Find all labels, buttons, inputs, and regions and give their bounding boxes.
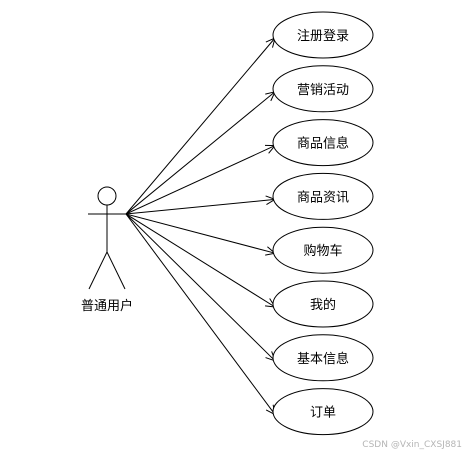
association-lines: [125, 37, 277, 416]
association-line-3: [125, 145, 276, 215]
use-case-ellipse-5: [272, 226, 374, 274]
association-line-5: [125, 213, 276, 254]
use-case-ellipse-7: [272, 334, 374, 382]
actor-figure: [88, 186, 126, 290]
use-case-label-2: 营销活动: [297, 83, 349, 98]
actor-right-leg: [106, 251, 126, 290]
use-case-ellipse-1: [272, 11, 374, 59]
watermark: CSDN @Vxin_CXSJ881: [362, 440, 462, 450]
association-line-8: [125, 213, 276, 415]
actor-head: [97, 186, 117, 206]
association-line-1: [125, 37, 276, 215]
association-line-7: [125, 213, 276, 362]
association-line-2: [125, 91, 276, 215]
association-line-4: [125, 198, 276, 215]
use-case-label-6: 我的: [310, 297, 336, 313]
use-case-ellipse-8: [272, 388, 374, 436]
use-case-label-3: 商品信息: [297, 136, 349, 152]
use-case-label-5: 购物车: [303, 243, 342, 259]
use-case-label-8: 订单: [310, 406, 336, 421]
use-case-label-4: 商品资讯: [297, 190, 349, 205]
use-case-ellipse-3: [272, 119, 374, 167]
use-case-ellipse-2: [272, 65, 374, 113]
actor-left-leg: [88, 251, 108, 290]
use-case-label-7: 基本信息: [297, 351, 349, 367]
association-line-6: [125, 213, 276, 308]
actor-label: 普通用户: [81, 298, 133, 314]
use-case-ellipse-4: [272, 172, 374, 220]
use-case-label-1: 注册登录: [297, 29, 349, 44]
use-case-ellipse-6: [272, 280, 374, 328]
